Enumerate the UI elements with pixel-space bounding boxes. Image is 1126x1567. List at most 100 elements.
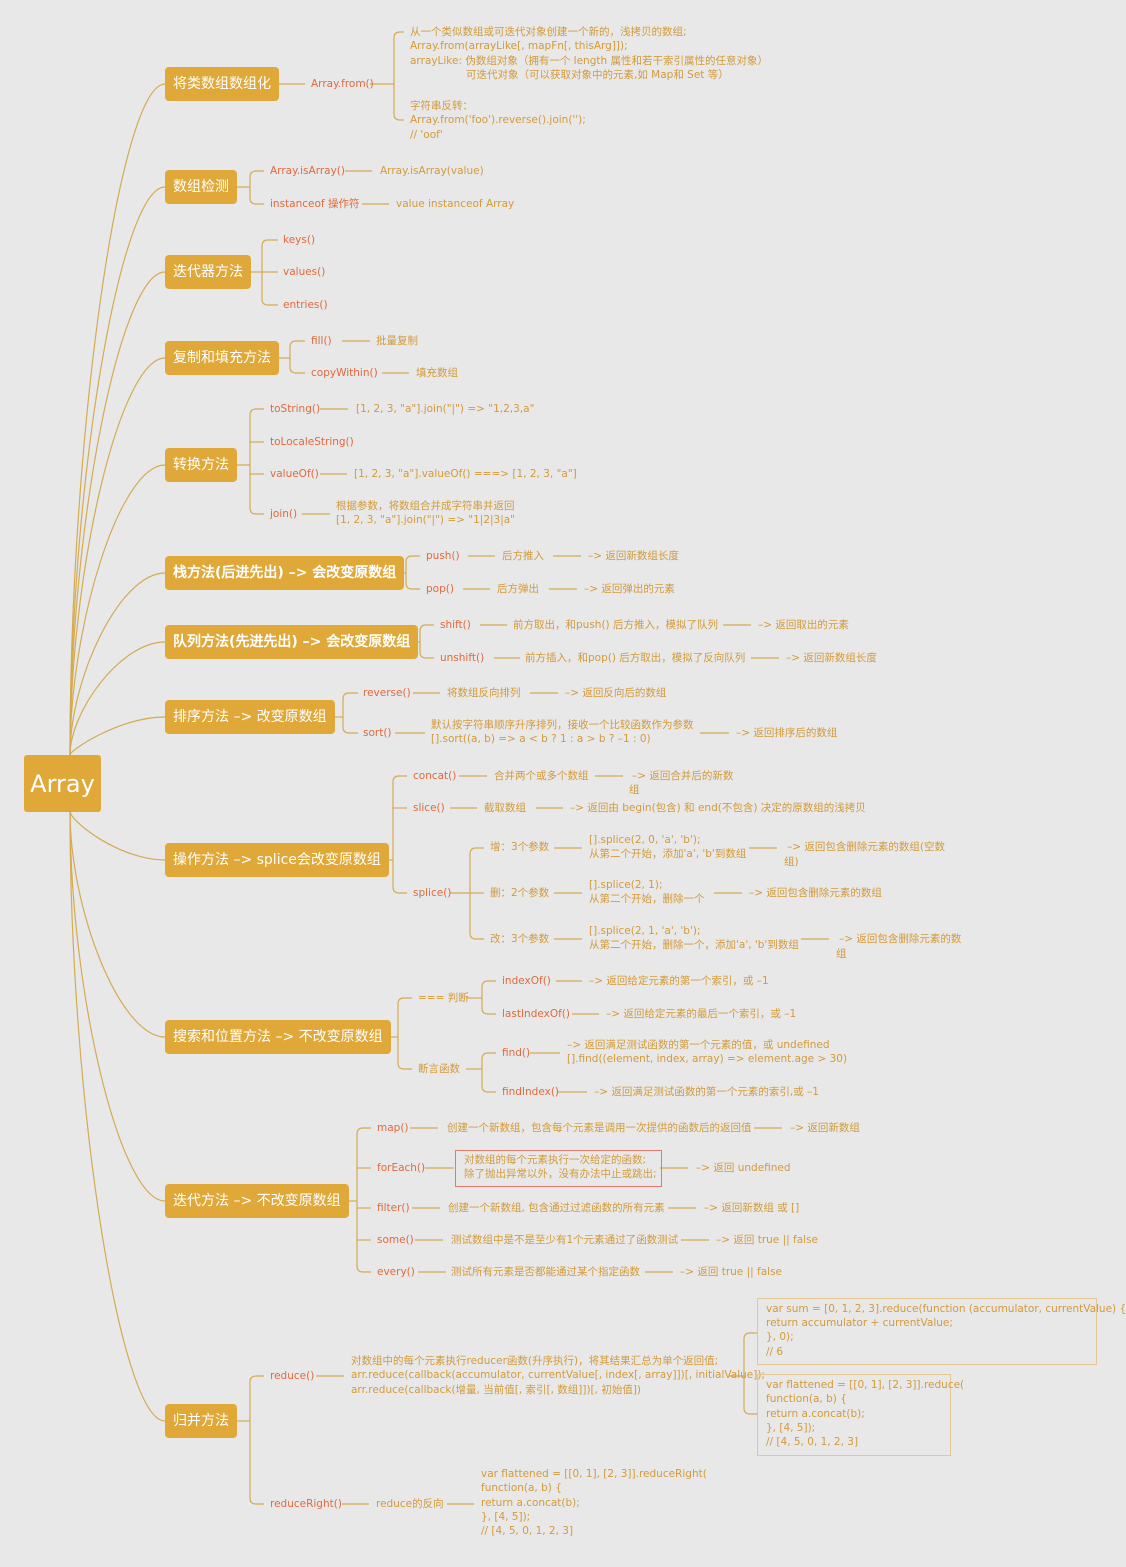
connector [69, 357, 166, 756]
method-join[interactable]: join() [270, 508, 298, 520]
method-foreach[interactable]: forEach() [377, 1162, 426, 1174]
result-find: –> 返回满足测试函数的第一个元素的值，或 undefined [567, 1039, 830, 1051]
topic-sort[interactable]: 排序方法 –> 改变原数组 [165, 700, 335, 734]
connector [249, 170, 264, 178]
desc-every: 测试所有元素是否都能通过某个指定函数 [451, 1266, 640, 1278]
desc-line: 从一个类似数组或可迭代对象创建一个新的，浅拷贝的数组; [410, 26, 687, 38]
result-foreach: –> 返回 undefined [696, 1162, 791, 1174]
desc-line: 可迭代对象（可以获取对象中的元素,如 Map和 Set 等） [466, 69, 729, 81]
method-values[interactable]: values() [283, 266, 326, 278]
desc-slice: 截取数组 [484, 802, 526, 814]
result-lastindexof: –> 返回给定元素的最后一个索引，或 –1 [606, 1008, 797, 1020]
code-line: }, 0); [766, 1331, 794, 1343]
code-line: }, [4, 5]); [766, 1422, 816, 1434]
topic-search[interactable]: 搜索和位置方法 –> 不改变原数组 [165, 1020, 391, 1054]
desc-reduceright: reduce的反向 [376, 1498, 444, 1510]
result-slice: –> 返回由 begin(包含) 和 end(不包含) 决定的原数组的浅拷贝 [570, 802, 866, 814]
method-lastindexof[interactable]: lastIndexOf() [502, 1008, 570, 1020]
method-array-from[interactable]: Array.from() [311, 78, 374, 90]
method-concat[interactable]: concat() [413, 770, 457, 782]
splice-replace-result-wrap: 组 [836, 948, 847, 960]
method-entries[interactable]: entries() [283, 299, 328, 311]
topic-operation[interactable]: 操作方法 –> splice会改变原数组 [165, 843, 389, 877]
connector [356, 1265, 371, 1273]
topic-array-from[interactable]: 将类数组数组化 [165, 67, 279, 101]
method-splice[interactable]: splice() [413, 887, 452, 899]
connector [69, 464, 166, 756]
method-fill[interactable]: fill() [311, 335, 332, 347]
method-valueof[interactable]: valueOf() [270, 468, 319, 480]
method-instanceof[interactable]: instanceof 操作符 [270, 198, 360, 210]
method-tostring[interactable]: toString() [270, 403, 321, 415]
result-indexof: –> 返回给定元素的第一个索引，或 –1 [589, 975, 769, 987]
connector [69, 572, 166, 756]
topic-iteration[interactable]: 迭代方法 –> 不改变原数组 [165, 1184, 349, 1218]
result-shift: –> 返回取出的元素 [758, 619, 849, 631]
code-line: // 6 [766, 1346, 784, 1358]
result-sort: –> 返回排序后的数组 [736, 727, 838, 739]
topic-reduce[interactable]: 归并方法 [165, 1404, 237, 1438]
connector [249, 1497, 264, 1505]
code-line: return accumulator + currentValue; [766, 1317, 953, 1329]
connector [261, 239, 278, 247]
root-node[interactable]: Array [24, 755, 101, 812]
splice-add-result: –> 返回包含删除元素的数组(空数 [787, 841, 945, 853]
topic-copy-fill[interactable]: 复制和填充方法 [165, 341, 279, 375]
method-some[interactable]: some() [377, 1234, 414, 1246]
code-line: // [4, 5, 0, 1, 2, 3] [766, 1436, 859, 1448]
topic-queue[interactable]: 队列方法(先进先出) –> 会改变原数组 [165, 625, 419, 659]
method-slice[interactable]: slice() [413, 802, 445, 814]
result-map: –> 返回新数组 [790, 1122, 860, 1134]
method-tolocalestring[interactable]: toLocaleString() [270, 436, 354, 448]
method-indexof[interactable]: indexOf() [502, 975, 551, 987]
connector [342, 692, 358, 700]
desc-join: 根据参数，将数组合并成字符串并返回 [336, 500, 515, 512]
desc-reduce-signature-cn: arr.reduce(callback(增量, 当前值[, 索引[, 数组]])… [351, 1384, 642, 1396]
method-unshift[interactable]: unshift() [440, 652, 485, 664]
connector [397, 997, 412, 1005]
method-map[interactable]: map() [377, 1122, 409, 1134]
method-pop[interactable]: pop() [426, 583, 454, 595]
connector [405, 582, 420, 590]
connector [743, 1407, 757, 1415]
method-reduce[interactable]: reduce() [270, 1370, 315, 1382]
result-unshift: –> 返回新数组长度 [786, 652, 877, 664]
connector [249, 408, 264, 416]
desc-line: 字符串反转： [410, 100, 473, 112]
method-copywithin[interactable]: copyWithin() [311, 367, 378, 379]
method-reverse[interactable]: reverse() [363, 687, 411, 699]
method-filter[interactable]: filter() [377, 1202, 410, 1214]
method-findindex[interactable]: findIndex() [502, 1086, 560, 1098]
splice-delete-code: [].splice(2, 1); [589, 879, 663, 891]
desc-push: 后方推入 [502, 550, 544, 562]
method-reduceright[interactable]: reduceRight() [270, 1498, 342, 1510]
splice-replace-code: [].splice(2, 1, 'a', 'b'); [589, 925, 701, 937]
method-isarray[interactable]: Array.isArray() [270, 165, 345, 177]
desc-line: Array.from(arrayLike[, mapFn[, thisArg]]… [410, 40, 628, 52]
topic-conversion[interactable]: 转换方法 [165, 448, 237, 482]
connector [397, 1062, 412, 1070]
desc-reduce-signature: arr.reduce(callback(accumulator, current… [351, 1369, 765, 1381]
method-keys[interactable]: keys() [283, 234, 316, 246]
method-find[interactable]: find() [502, 1047, 531, 1059]
connector [69, 810, 166, 1202]
method-shift[interactable]: shift() [440, 619, 471, 631]
connector [481, 1052, 496, 1060]
connector [393, 31, 404, 39]
method-every[interactable]: every() [377, 1266, 415, 1278]
topic-iterator[interactable]: 迭代器方法 [165, 255, 251, 289]
method-sort[interactable]: sort() [363, 727, 392, 739]
code-line: var sum = [0, 1, 2, 3].reduce(function (… [766, 1303, 1126, 1315]
desc-join-example: [1, 2, 3, "a"].join("|") => "1|2|3|a" [336, 514, 516, 526]
connector [289, 340, 305, 348]
desc-valueof: [1, 2, 3, "a"].valueOf() ===> [1, 2, 3, … [354, 468, 577, 480]
method-push[interactable]: push() [426, 550, 460, 562]
topic-array-detect[interactable]: 数组检测 [165, 170, 237, 204]
topic-stack[interactable]: 栈方法(后进先出) –> 会改变原数组 [165, 556, 405, 590]
result-concat-wrap: 组 [629, 784, 640, 796]
connector [481, 980, 496, 988]
code-line: return a.concat(b); [766, 1408, 865, 1420]
desc-copywithin: 填充数组 [416, 367, 458, 379]
connector [419, 624, 434, 632]
connector [249, 507, 264, 515]
